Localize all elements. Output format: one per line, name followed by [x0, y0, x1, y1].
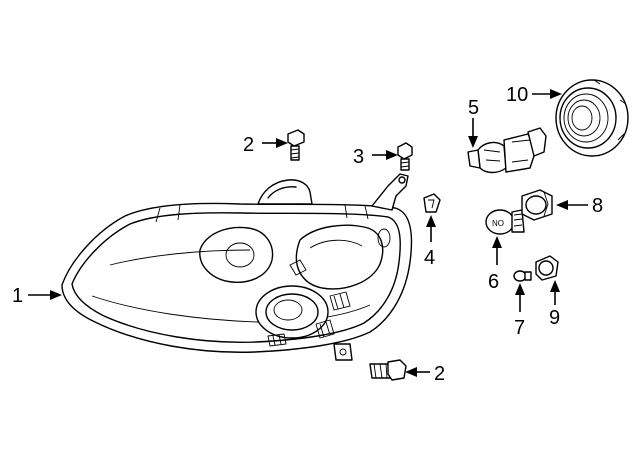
- callout-2-lower: 2: [434, 363, 445, 385]
- callout-labels: 1 2 2 3 4 5 6 7 8 9 10: [12, 84, 603, 385]
- callout-5: 5: [468, 97, 479, 119]
- callout-4: 4: [424, 247, 435, 269]
- bulb-5: [467, 127, 547, 174]
- callout-7: 7: [514, 317, 525, 339]
- callout-1: 1: [12, 285, 23, 307]
- bolt-3: [397, 142, 413, 171]
- socket-9: [535, 255, 559, 281]
- bulb-marking: NO: [492, 219, 504, 228]
- callout-10: 10: [506, 84, 528, 106]
- headlamp-assembly: [61, 173, 413, 361]
- bolt-upper: [287, 129, 305, 161]
- callout-6: 6: [488, 271, 499, 293]
- callout-2-upper: 2: [243, 134, 254, 156]
- bolt-lower: [369, 359, 407, 381]
- bulb-6: NO: [485, 209, 525, 235]
- callout-arrows: [28, 89, 588, 377]
- dust-cover-10: [555, 79, 629, 157]
- clip-4: [423, 193, 441, 213]
- callout-9: 9: [549, 307, 560, 329]
- bulb-7: [513, 270, 532, 282]
- callout-3: 3: [353, 146, 364, 168]
- socket-8: [521, 189, 553, 221]
- callout-8: 8: [592, 195, 603, 217]
